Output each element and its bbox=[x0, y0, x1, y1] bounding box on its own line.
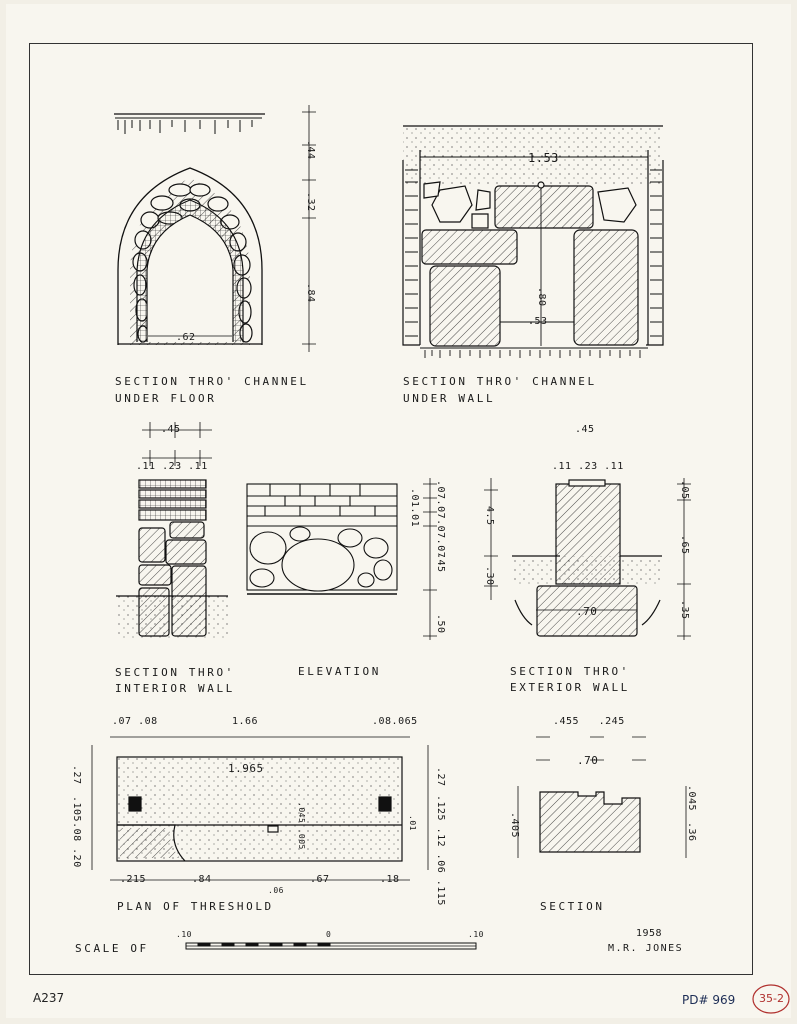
interior-wall-section bbox=[116, 422, 228, 638]
dim-floor-width: .62 bbox=[176, 332, 196, 343]
dim-elev-r2: .07.07.07.07 bbox=[435, 480, 446, 559]
credit-author: M.R. JONES bbox=[608, 943, 684, 954]
caption-channel-wall-1: SECTION THRO' CHANNEL bbox=[403, 375, 597, 388]
dim-plan-left-2: .105.08 .20 bbox=[71, 796, 82, 868]
caption-channel-wall-2: UNDER WALL bbox=[403, 392, 496, 405]
circled-number: 35-2 bbox=[759, 992, 784, 1005]
dim-plan-bottom-2: .84 bbox=[192, 874, 212, 885]
exterior-wall-section bbox=[484, 478, 691, 640]
elevation-drawing bbox=[246, 478, 437, 640]
scale-label: SCALE OF bbox=[75, 942, 149, 955]
scale-tick-right: .10 bbox=[468, 930, 484, 939]
dim-int-left2: .30 bbox=[484, 566, 495, 586]
scale-bar bbox=[185, 942, 477, 950]
dim-ext-width: .70 bbox=[576, 605, 598, 618]
dim-plan-mid-2: .01 bbox=[408, 815, 417, 831]
dim-plan-top-2: 1.66 bbox=[232, 716, 259, 727]
dim-int-top: .45 bbox=[161, 424, 181, 435]
caption-exterior-wall-1: SECTION THRO' bbox=[510, 665, 630, 678]
caption-exterior-wall-2: EXTERIOR WALL bbox=[510, 681, 630, 694]
dim-wall-v: .80 bbox=[536, 287, 547, 307]
pd-number: PD# 969 bbox=[682, 993, 736, 1007]
caption-interior-wall-1: SECTION THRO' bbox=[115, 666, 235, 679]
dim-plan-left-1: .27 bbox=[71, 765, 82, 785]
dim-sec-width: .70 bbox=[577, 754, 599, 767]
dim-ext-v3: .35 bbox=[679, 600, 690, 620]
archive-mark-left: A237 bbox=[33, 991, 65, 1005]
dim-plan-top-1: .07 .08 bbox=[112, 716, 158, 727]
caption-section: SECTION bbox=[540, 900, 605, 913]
dim-plan-right-2: .125 .12 .06 .115 bbox=[435, 795, 446, 906]
dim-sec-v2: .045 bbox=[686, 785, 697, 812]
dim-plan-mid-1: .045 .005 bbox=[297, 802, 306, 850]
caption-interior-wall-2: INTERIOR WALL bbox=[115, 682, 235, 695]
dim-plan-top-3: .08.065 bbox=[372, 716, 418, 727]
caption-channel-floor-2: UNDER FLOOR bbox=[115, 392, 217, 405]
dim-wall-mid: .53 bbox=[528, 316, 548, 327]
page-number-circle bbox=[752, 984, 790, 1014]
dim-int-left: 4.5 bbox=[484, 506, 495, 526]
plan-drawing bbox=[91, 736, 429, 881]
dim-wall-top: 1.53 bbox=[528, 151, 559, 165]
dim-plan-bottom-3: .06 bbox=[268, 886, 284, 895]
dim-floor-v3: .84 bbox=[305, 283, 316, 303]
dim-int-sub: .11 .23 .11 bbox=[136, 461, 208, 472]
credit-year: 1958 bbox=[636, 928, 663, 939]
dim-floor-v2: .32 bbox=[305, 192, 316, 212]
dim-ext-sub: .11 .23 .11 bbox=[552, 461, 624, 472]
dim-plan-bottom-5: .18 bbox=[380, 874, 400, 885]
dim-sec-top: .455 .245 bbox=[553, 716, 625, 727]
drawing-frame bbox=[29, 43, 753, 975]
dim-plan-bottom-4: .67 bbox=[310, 874, 330, 885]
dim-elev-r4: .50 bbox=[435, 614, 446, 634]
dim-sec-v3: .36 bbox=[686, 822, 697, 842]
caption-elevation: ELEVATION bbox=[298, 665, 382, 678]
dim-plan-width: 1.965 bbox=[228, 762, 264, 775]
dim-elev-r3: .45 bbox=[435, 553, 446, 573]
dim-plan-bottom-1: .215 bbox=[120, 874, 147, 885]
caption-channel-floor-1: SECTION THRO' CHANNEL bbox=[115, 375, 309, 388]
scale-tick-left: .10 bbox=[176, 930, 192, 939]
dim-elev-r1: .01.01 bbox=[409, 488, 420, 528]
caption-plan: PLAN OF THRESHOLD bbox=[117, 900, 274, 913]
dim-sec-v1: .405 bbox=[509, 812, 520, 839]
channel-wall-section bbox=[402, 125, 664, 358]
scale-tick-zero: 0 bbox=[326, 930, 332, 939]
section-drawing bbox=[517, 736, 687, 858]
dim-ext-top: .45 bbox=[575, 424, 595, 435]
dim-ext-v1: .05 bbox=[679, 480, 690, 500]
dim-floor-v1: .44 bbox=[305, 140, 316, 160]
dim-ext-v2: .65 bbox=[679, 535, 690, 555]
dim-plan-right-1: .27 bbox=[435, 767, 446, 787]
channel-floor-section bbox=[114, 105, 316, 352]
